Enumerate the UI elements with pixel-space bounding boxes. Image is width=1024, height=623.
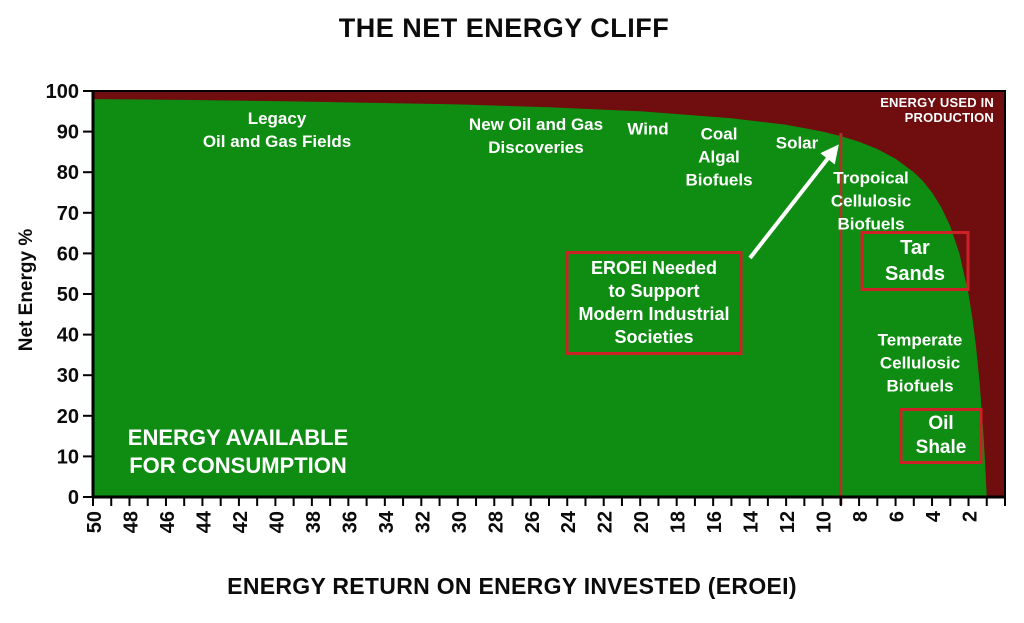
y-axis-ticks (83, 90, 93, 498)
annotation-energy-used-in-production: ENERGY USED IN PRODUCTION (880, 95, 994, 125)
chart-title: THE NET ENERGY CLIFF (338, 13, 670, 43)
annotation-new-oil-gas-discoveries: New Oil and Gas Discoveries (468, 115, 604, 157)
svg-text:12: 12 (777, 511, 799, 533)
svg-text:46: 46 (157, 511, 179, 533)
svg-text:0: 0 (68, 487, 79, 509)
svg-text:60: 60 (57, 243, 79, 265)
svg-text:40: 40 (266, 511, 288, 533)
svg-text:36: 36 (339, 511, 361, 533)
annotation-tropical-cellulosic-biofuels: Tropoical Cellulosic Biofuels (830, 168, 912, 234)
svg-text:38: 38 (303, 511, 325, 533)
x-axis-title: ENERGY RETURN ON ENERGY INVESTED (EROEI) (227, 573, 797, 599)
svg-text:30: 30 (57, 365, 79, 387)
svg-text:28: 28 (485, 511, 507, 533)
svg-text:100: 100 (46, 81, 79, 103)
svg-text:4: 4 (923, 510, 945, 522)
annotation-eroei-needed-box: EROEI Needed to Support Modern Industria… (565, 251, 743, 355)
svg-text:80: 80 (57, 162, 79, 184)
svg-text:22: 22 (595, 511, 617, 533)
svg-text:50: 50 (57, 284, 79, 306)
annotation-coal-algal-biofuels: Coal Algal Biofuels (685, 124, 753, 190)
svg-text:18: 18 (668, 511, 690, 533)
svg-text:34: 34 (376, 510, 398, 533)
svg-text:10: 10 (57, 446, 79, 468)
svg-text:90: 90 (57, 122, 79, 144)
svg-text:70: 70 (57, 203, 79, 225)
svg-text:6: 6 (887, 511, 909, 522)
eroei-pointer-arrow (748, 144, 839, 260)
available-for-consumption-area (93, 99, 987, 498)
svg-text:2: 2 (960, 511, 982, 522)
annotation-legacy-oil-gas: Legacy Oil and Gas Fields (202, 109, 352, 151)
annotation-tar-sands: Tar Sands (860, 231, 970, 291)
svg-text:8: 8 (850, 511, 872, 522)
y-axis-title: Net Energy % (16, 228, 37, 352)
annotation-solar: Solar (775, 133, 819, 153)
svg-text:40: 40 (57, 325, 79, 347)
annotation-temperate-cellulosic-biofuels: Temperate Cellulosic Biofuels (877, 330, 963, 396)
annotation-energy-available: ENERGY AVAILABLE FOR CONSUMPTION (127, 425, 349, 478)
svg-text:32: 32 (412, 511, 434, 533)
svg-text:20: 20 (57, 406, 79, 428)
svg-text:24: 24 (558, 510, 580, 533)
svg-text:42: 42 (230, 511, 252, 533)
svg-text:48: 48 (120, 511, 142, 533)
svg-text:26: 26 (522, 511, 544, 533)
svg-text:14: 14 (741, 510, 763, 533)
annotation-wind: Wind (627, 119, 669, 139)
svg-text:10: 10 (814, 511, 836, 533)
svg-text:20: 20 (631, 511, 653, 533)
svg-text:44: 44 (193, 510, 215, 533)
svg-text:16: 16 (704, 511, 726, 533)
svg-text:50: 50 (84, 511, 106, 533)
svg-text:30: 30 (449, 511, 471, 533)
annotation-oil-shale: Oil Shale (899, 408, 983, 464)
x-axis-ticks (92, 498, 1006, 506)
